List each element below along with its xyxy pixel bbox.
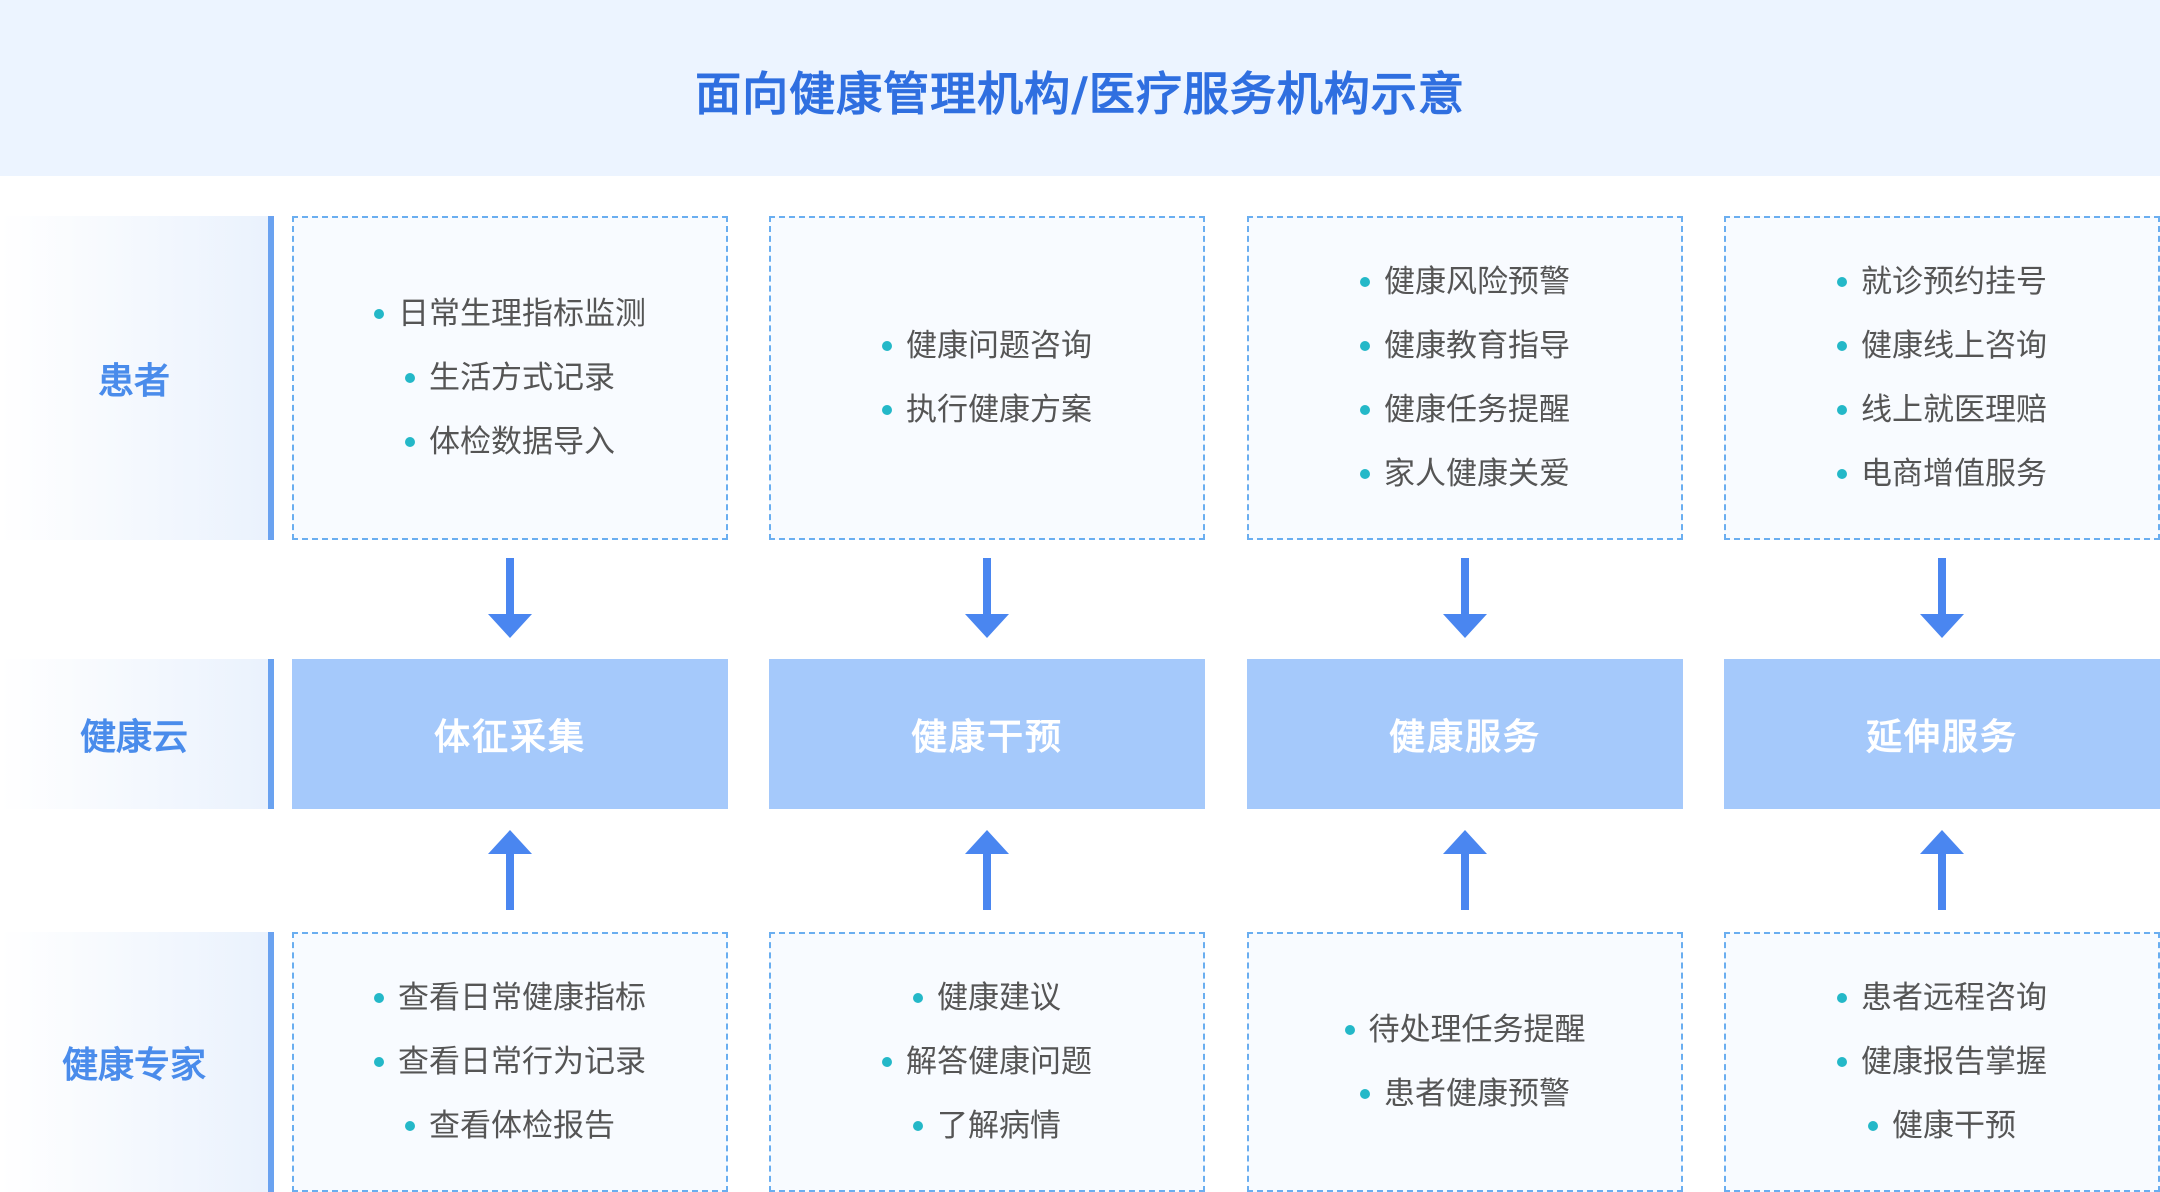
arrow-up-icon <box>1443 830 1487 910</box>
bullet-icon <box>374 309 384 319</box>
arrow-up-icon <box>965 830 1009 910</box>
bullet-icon <box>405 437 415 447</box>
bullet-icon <box>1360 277 1370 287</box>
expert-box: 健康建议 解答健康问题 了解病情 <box>769 932 1205 1192</box>
list-item: 电商增值服务 <box>1837 442 2047 506</box>
arrow-down-icon <box>1920 558 1964 638</box>
list-item: 患者健康预警 <box>1360 1062 1570 1126</box>
bullet-icon <box>882 1057 892 1067</box>
cloud-service-box: 体征采集 <box>292 659 728 809</box>
bullet-icon <box>1837 1057 1847 1067</box>
bullet-icon <box>1344 1025 1355 1035</box>
bullet-icon <box>405 373 415 383</box>
list-item: 家人健康关爱 <box>1360 442 1570 506</box>
bullet-icon <box>1837 277 1847 287</box>
list-item: 健康建议 <box>913 966 1061 1030</box>
bullet-icon <box>913 993 923 1003</box>
patient-box: 健康风险预警 健康教育指导 健康任务提醒 家人健康关爱 <box>1247 216 1683 540</box>
list-item: 待处理任务提醒 <box>1344 998 1586 1062</box>
list-item: 了解病情 <box>913 1094 1061 1158</box>
bullet-icon <box>1837 469 1847 479</box>
arrow-down-icon <box>488 558 532 638</box>
list-item: 健康问题咨询 <box>882 314 1092 378</box>
patient-box: 日常生理指标监测 生活方式记录 体检数据导入 <box>292 216 728 540</box>
patient-box: 就诊预约挂号 健康线上咨询 线上就医理赔 电商增值服务 <box>1724 216 2160 540</box>
list-item: 健康任务提醒 <box>1360 378 1570 442</box>
list-item: 执行健康方案 <box>882 378 1092 442</box>
row-label-expert: 健康专家 <box>0 932 274 1192</box>
cloud-service-box: 健康干预 <box>769 659 1205 809</box>
expert-box: 查看日常健康指标 查看日常行为记录 查看体检报告 <box>292 932 728 1192</box>
arrow-down-icon <box>965 558 1009 638</box>
list-item: 解答健康问题 <box>882 1030 1092 1094</box>
bullet-icon <box>1360 1089 1370 1099</box>
list-item: 线上就医理赔 <box>1837 378 2047 442</box>
arrow-up-icon <box>488 830 532 910</box>
bullet-icon <box>882 341 892 351</box>
bullet-icon <box>1837 405 1847 415</box>
list-item: 日常生理指标监测 <box>374 282 646 346</box>
row-label-patient: 患者 <box>0 216 274 540</box>
arrow-up-icon <box>1920 830 1964 910</box>
expert-box: 患者远程咨询 健康报告掌握 健康干预 <box>1724 932 2160 1192</box>
cloud-service-box: 健康服务 <box>1247 659 1683 809</box>
bullet-icon <box>882 405 892 415</box>
list-item: 体检数据导入 <box>405 410 615 474</box>
list-item: 健康风险预警 <box>1360 250 1570 314</box>
bullet-icon <box>374 1057 384 1067</box>
list-item: 患者远程咨询 <box>1837 966 2047 1030</box>
header-band: 面向健康管理机构/医疗服务机构示意 <box>0 0 2160 176</box>
row-label-cloud: 健康云 <box>0 659 274 809</box>
list-item: 查看日常健康指标 <box>374 966 646 1030</box>
list-item: 查看日常行为记录 <box>374 1030 646 1094</box>
bullet-icon <box>1360 405 1370 415</box>
list-item: 就诊预约挂号 <box>1837 250 2047 314</box>
bullet-icon <box>1868 1121 1878 1131</box>
bullet-icon <box>913 1121 923 1131</box>
expert-box: 待处理任务提醒 患者健康预警 <box>1247 932 1683 1192</box>
list-item: 健康报告掌握 <box>1837 1030 2047 1094</box>
bullet-icon <box>374 993 384 1003</box>
page-title: 面向健康管理机构/医疗服务机构示意 <box>695 67 1465 121</box>
bullet-icon <box>1360 341 1370 351</box>
cloud-service-box: 延伸服务 <box>1724 659 2160 809</box>
bullet-icon <box>1837 993 1847 1003</box>
bullet-icon <box>405 1121 415 1131</box>
bullet-icon <box>1360 469 1370 479</box>
list-item: 查看体检报告 <box>405 1094 615 1158</box>
bullet-icon <box>1837 341 1847 351</box>
list-item: 健康线上咨询 <box>1837 314 2047 378</box>
list-item: 健康教育指导 <box>1360 314 1570 378</box>
list-item: 健康干预 <box>1868 1094 2016 1158</box>
list-item: 生活方式记录 <box>405 346 615 410</box>
arrow-down-icon <box>1443 558 1487 638</box>
patient-box: 健康问题咨询 执行健康方案 <box>769 216 1205 540</box>
